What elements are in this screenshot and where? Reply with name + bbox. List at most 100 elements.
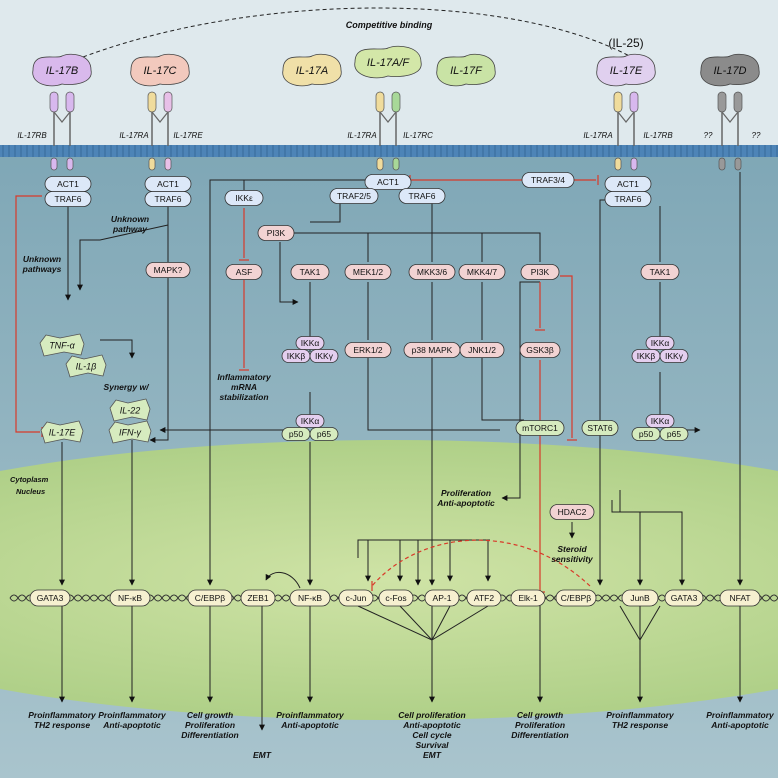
mkk47-node-label: MKK4/7 [467, 267, 498, 277]
ikke-node [224, 190, 264, 206]
connector [77, 224, 169, 291]
asf-node-label: ASF [236, 267, 253, 277]
traf34-node-label: TRAF3/4 [531, 175, 565, 185]
il25-label: (IL-25) [608, 36, 643, 50]
connector [639, 605, 661, 641]
receptor-tail [164, 157, 172, 171]
tf-node-6 [378, 589, 414, 607]
mtorc1-node [515, 420, 565, 436]
tf-node-0-label: GATA3 [37, 593, 64, 603]
receptor-domain [629, 91, 639, 113]
receptor-label: ?? [704, 131, 713, 140]
il17e-ligand-label: IL-17E [610, 65, 643, 77]
receptor-link [617, 111, 635, 123]
gsk3b-node [519, 342, 561, 358]
connector [279, 242, 299, 305]
receptor-tail [734, 157, 742, 171]
tf-node-5-label: c-Jun [346, 593, 367, 603]
pi3k-node-1-label: PI3K [267, 228, 286, 238]
il17af-ligand-label: IL-17A/F [367, 57, 410, 69]
connector [367, 358, 500, 431]
ikkg-node-2 [659, 349, 689, 363]
il17af-ligand [354, 45, 422, 79]
pi3k-node-2-label: PI3K [531, 267, 550, 277]
receptor-domain [375, 91, 385, 113]
mtorc1-node-label: mTORC1 [522, 423, 558, 433]
tf-node-10-label: C/EBPβ [561, 593, 592, 603]
gsk3b-node-label: GSK3β [526, 345, 554, 355]
receptor-domain [147, 91, 157, 113]
ikka-node-1 [295, 336, 325, 350]
ikka-node-3 [295, 414, 325, 428]
connector [100, 339, 135, 359]
outcome-o4: EMT [253, 750, 272, 760]
ikkg-node-1-label: IKKγ [315, 351, 334, 361]
tf-node-2-label: C/EBPβ [195, 593, 226, 603]
act1-node-1-label: ACT1 [57, 179, 79, 189]
connector [357, 605, 433, 641]
il17c-ligand [130, 53, 190, 87]
p50-node-1-label: p50 [289, 429, 303, 439]
il17b-ligand [32, 53, 92, 87]
mkk36-node [408, 264, 456, 280]
p65-node-2-label: p65 [667, 429, 681, 439]
connector [612, 511, 685, 586]
connector [560, 275, 573, 438]
receptor-domain [733, 91, 743, 113]
receptor-domain [717, 91, 727, 113]
traf34-node [521, 172, 575, 188]
tf-node-1 [109, 589, 151, 607]
tf-node-7-label: AP-1 [433, 593, 452, 603]
il22-blob [109, 398, 151, 422]
receptor-label: IL-17RA [119, 131, 148, 140]
il1b-blob-label: IL-1β [76, 362, 97, 372]
mapk-node-label: MAPK? [154, 265, 183, 275]
erk12-node [344, 342, 392, 358]
tnfa-blob-label: TNF-α [49, 341, 75, 351]
receptor-tail [50, 157, 58, 171]
tf-node-13 [719, 589, 761, 607]
traf25-node-label: TRAF2/5 [337, 191, 371, 201]
receptor-label: IL-17RC [403, 131, 433, 140]
il22-blob-label: IL-22 [120, 406, 141, 416]
traf6-node-1-label: TRAF6 [55, 194, 82, 204]
competitive-binding-arrow [69, 7, 641, 63]
ikka-node-1-label: IKKα [301, 338, 320, 348]
receptor-tail [718, 157, 726, 171]
receptor-label: IL-17RA [583, 131, 612, 140]
il17c-ligand-label: IL-17C [143, 65, 176, 77]
act1-node-4-label: ACT1 [617, 179, 639, 189]
tf-node-2 [187, 589, 233, 607]
mek12-node [344, 264, 392, 280]
tf-node-12 [664, 589, 704, 607]
receptor-label: IL-17RE [173, 131, 203, 140]
tak1-node-2 [640, 264, 680, 280]
asf-node [225, 264, 263, 280]
hdac2-node-label: HDAC2 [558, 507, 587, 517]
tf-node-11 [621, 589, 659, 607]
ikkg-node-2-label: IKKγ [665, 351, 684, 361]
tf-node-0 [29, 589, 71, 607]
pi3k-node-1 [257, 225, 295, 241]
mkk47-node [458, 264, 506, 280]
jnk12-node-label: JNK1/2 [468, 345, 496, 355]
ikkb-node-1-label: IKKβ [287, 351, 306, 361]
zeb1-curve [265, 572, 301, 589]
connector [357, 539, 490, 558]
nucleus [0, 440, 778, 720]
il17f-ligand-label: IL-17F [450, 65, 483, 77]
receptor-link [151, 111, 169, 123]
receptor-domain [391, 91, 401, 113]
connector [207, 179, 370, 586]
il17f-ligand [436, 53, 496, 87]
tf-node-3-label: ZEB1 [247, 593, 269, 603]
receptor-domain [65, 91, 75, 113]
